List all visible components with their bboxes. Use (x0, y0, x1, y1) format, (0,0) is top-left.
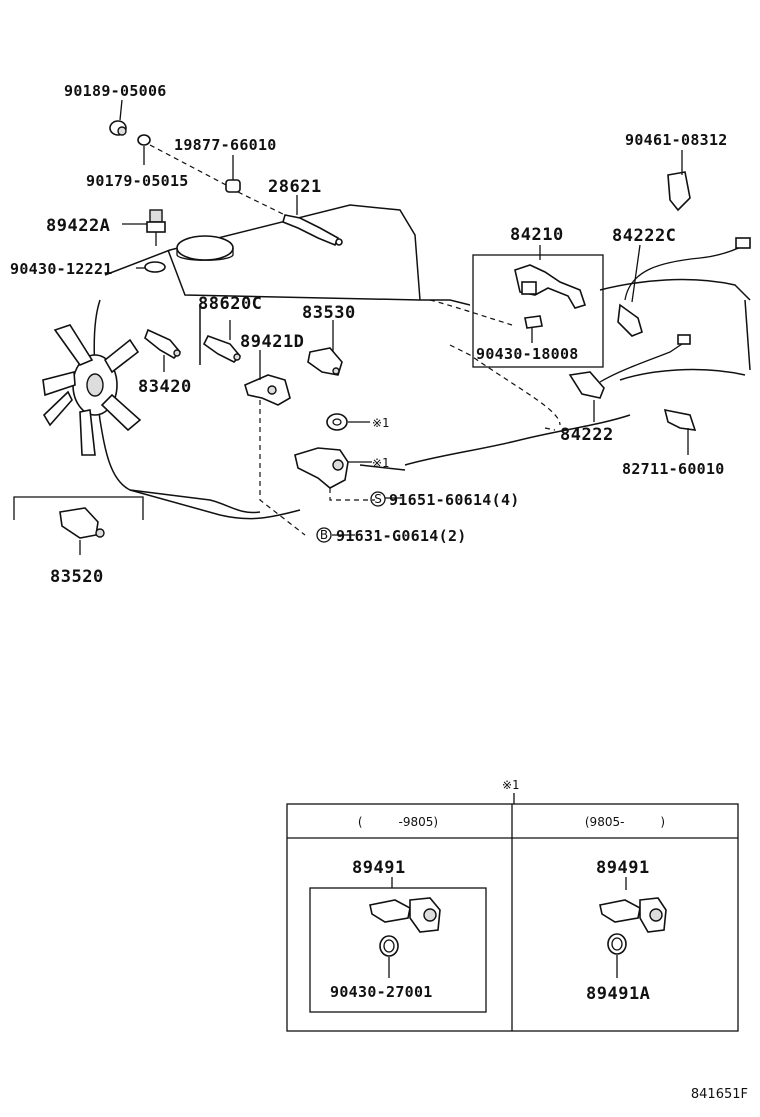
leader-lines (13, 99, 689, 555)
part-90461-08312-icon (667, 171, 691, 212)
part-83520-icon (59, 507, 105, 539)
label-28621: 28621 (268, 177, 322, 197)
part-90430-12221-icon (144, 261, 166, 273)
label-90461-08312: 90461-08312 (625, 131, 728, 149)
label-83530: 83530 (302, 303, 356, 323)
label-89491A: 89491A (586, 984, 650, 1004)
label-88620C: 88620C (198, 294, 262, 314)
label-83420: 83420 (138, 377, 192, 397)
part-82711-60010-icon (663, 408, 697, 431)
label-83520: 83520 (50, 567, 104, 587)
part-89491A-icon (607, 933, 627, 955)
table-note-mark: ※1 (502, 778, 519, 792)
part-90179-05015-icon (137, 134, 151, 146)
svg-text:B: B (320, 528, 328, 542)
part-89491-right-icon (599, 897, 667, 933)
label-89491-right: 89491 (596, 858, 650, 878)
label-84222C: 84222C (612, 226, 676, 246)
part-90430-18008-icon (524, 315, 543, 329)
part-19877-66010-icon (225, 179, 241, 193)
circle-mark-s: S (370, 491, 386, 507)
label-91631-G0614: 91631-G0614(2) (336, 527, 467, 545)
dashed-lines (149, 144, 561, 536)
part-89421D-bracket-icon (244, 374, 291, 406)
variant-table: ※1 ( -9805) (9805- ) 89491 90430-27001 8… (286, 778, 739, 1032)
table-left-inner-box (309, 887, 487, 1013)
label-82711-60010: 82711-60010 (622, 460, 725, 478)
label-90179-05015: 90179-05015 (86, 172, 189, 190)
label-90430-18008: 90430-18008 (476, 345, 579, 363)
note-mark-sensor: ※1 (372, 456, 389, 470)
part-84210-icon (514, 264, 587, 309)
engine-outline (93, 204, 751, 520)
part-89422A-icon (146, 209, 166, 246)
label-84210: 84210 (510, 225, 564, 245)
table-left-header: ( -9805) (358, 815, 438, 829)
part-83530-icon (307, 347, 343, 376)
label-91651-60614: 91651-60614(4) (389, 491, 520, 509)
label-84222: 84222 (560, 425, 614, 445)
label-89491-left: 89491 (352, 858, 406, 878)
part-labels: 90189-05006 90179-05015 19877-66010 2862… (10, 82, 728, 587)
label-89421D: 89421D (240, 332, 304, 352)
fan-icon (42, 324, 142, 456)
part-90430-27001-icon (379, 935, 399, 957)
label-89422A: 89422A (46, 216, 110, 236)
part-washer-note-icon (326, 413, 348, 431)
part-84222-icon (568, 334, 691, 399)
label-19877-66010: 19877-66010 (174, 136, 277, 154)
oil-cap-icon (176, 235, 234, 261)
label-90430-27001: 90430-27001 (330, 983, 433, 1001)
table-right-header: (9805- ) (585, 815, 665, 829)
part-28621-icon (282, 214, 343, 247)
part-83420-icon (144, 328, 182, 359)
assembly-box-84210 (472, 254, 604, 368)
part-sensor-note-icon (294, 447, 349, 489)
note-mark-washer: ※1 (372, 416, 389, 430)
part-89421D-icon (202, 335, 242, 363)
part-89491-left-icon (369, 897, 441, 933)
figure-code: 841651F (691, 1087, 748, 1102)
circle-mark-b: B (316, 527, 332, 543)
part-84222C-icon (617, 237, 751, 337)
label-90189-05006: 90189-05006 (64, 82, 167, 100)
svg-text:S: S (374, 492, 382, 506)
part-90189-05006-icon (109, 120, 127, 136)
label-90430-12221: 90430-12221 (10, 260, 113, 278)
